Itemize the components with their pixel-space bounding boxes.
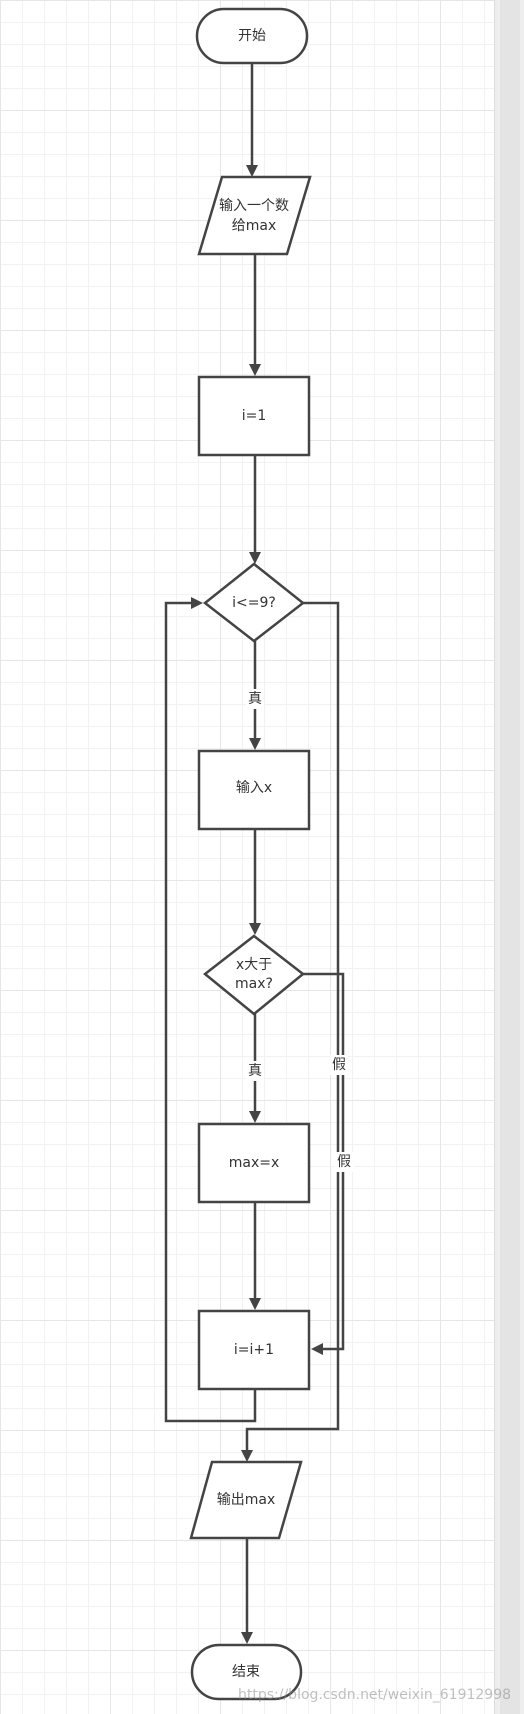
edge-label-cond-i-true: 真 [248,691,262,707]
arrowhead [249,1298,261,1310]
assign-max-label: max=x [229,1155,280,1171]
arrowhead [311,1343,323,1355]
arrowhead [249,923,261,935]
edge-cond-i-false-to-output [245,601,340,1452]
arrowhead [249,552,261,564]
arrowhead [249,364,261,376]
input-x-label: 输入x [236,780,272,796]
input-max-label-line2: 给max [232,218,277,234]
assign-max-node[interactable]: max=x [197,1122,311,1204]
arrowhead [249,738,261,750]
end-label: 结束 [232,1664,260,1680]
cond-i-node[interactable]: i<=9? [202,562,306,643]
cond-x-label-line2: max? [235,976,273,992]
edge-label-cond-x-true: 真 [248,1063,262,1079]
increment-node[interactable]: i=i+1 [197,1309,311,1391]
start-node[interactable]: 开始 [195,7,309,65]
start-label: 开始 [238,28,266,44]
cond-x-node[interactable]: x大于 max? [202,934,306,1016]
init-i-label: i=1 [242,408,267,424]
edge-label-cond-x-false: 假 [332,1057,346,1073]
input-max-node[interactable]: 输入一个数 给max [197,175,312,256]
flowchart: 开始 输入一个数 给max i=1 i<=9? 输入x x大于 max? max… [164,7,354,1701]
edge-label-cond-i-false: 假 [337,1154,351,1170]
end-node[interactable]: 结束 [190,1643,303,1701]
output-max-node[interactable]: 输出max [189,1460,303,1540]
vertical-scrollbar[interactable] [494,0,524,1714]
output-max-label: 输出max [217,1492,276,1508]
arrowhead [249,1111,261,1123]
arrowhead [241,1450,253,1462]
input-max-label-line1: 输入一个数 [219,198,289,214]
edge-labels: 真 真 假 假 [246,689,354,1172]
input-x-node[interactable]: 输入x [197,749,311,831]
cond-x-label-line1: x大于 [236,957,272,973]
arrowhead [246,165,258,177]
increment-label: i=i+1 [234,1342,274,1358]
init-i-node[interactable]: i=1 [197,375,311,457]
arrowhead [191,597,203,609]
watermark-url: https://blog.csdn.net/weixin_61912998 [238,1687,512,1703]
edges [164,63,345,1644]
cond-i-label: i<=9? [232,595,276,611]
edge-loop-back [164,601,257,1423]
scrollbar-thumb[interactable] [500,0,520,1714]
arrowhead [241,1632,253,1644]
